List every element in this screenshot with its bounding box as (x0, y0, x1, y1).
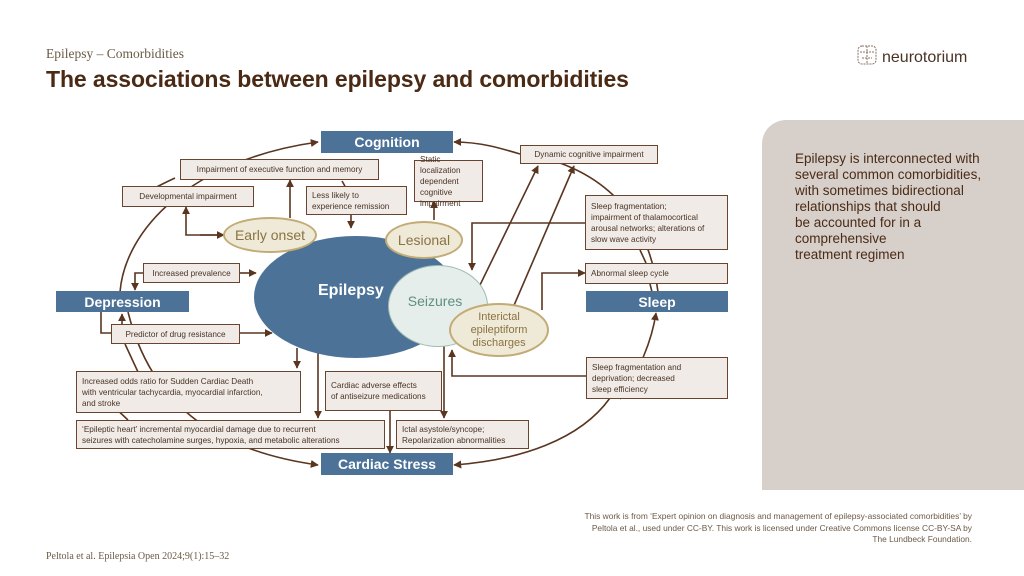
box-static-cognitive: Static localization dependent cognitive … (414, 155, 483, 208)
slide-title: The associations between epilepsy and co… (46, 66, 629, 92)
box-sleep-fragmentation: Sleep fragmentation; impairment of thala… (585, 195, 728, 250)
logo: neurotorium (856, 44, 967, 71)
abnormal-to-sleep (649, 283, 653, 293)
early-onset-node: Early onset (223, 217, 317, 253)
sleepdep-to-interictal (448, 349, 586, 377)
box-epileptic-heart: ‘Epileptic heart’ incremental myocardial… (76, 420, 385, 449)
interictal-to-dynamic (511, 165, 575, 311)
epilepsy-label: Epilepsy (318, 282, 384, 299)
box-increased-prevalence: Increased prevalence (143, 263, 240, 283)
hub-cardiac-stress: Cardiac Stress (321, 453, 453, 475)
prevalence-to-depression (131, 272, 146, 291)
slide-subtitle: Epilepsy – Comorbidities (46, 46, 184, 61)
box-ictal-asystole: Ictal asystole/syncope; Repolarization a… (396, 420, 529, 449)
drugres-to-suddencardiac (124, 343, 139, 373)
box-cardiac-adverse-effects: Cardiac adverse effects of antiseizure m… (325, 371, 442, 411)
hub-sleep: Sleep (586, 291, 728, 312)
sleepfrag-to-seizures (468, 222, 585, 271)
interictal-discharges-node: Interictal epileptiform discharges (449, 303, 549, 357)
hub-cognition: Cognition (321, 131, 453, 153)
summary-text: Epilepsy is interconnected with several … (795, 151, 982, 262)
seizures-label: Seizures (407, 293, 463, 309)
lesional-node: Lesional (385, 221, 463, 259)
summary-panel: Epilepsy is interconnected with several … (762, 120, 1024, 490)
box-executive-function: Impairment of executive function and mem… (180, 159, 379, 180)
box-less-remission: Less likely to experience remission (306, 186, 407, 215)
brain-icon (856, 44, 878, 71)
sleepfrag-to-abnormal (639, 249, 647, 264)
hub-depression: Depression (56, 291, 189, 312)
logo-text: neurotorium (882, 48, 968, 66)
box-drug-resistance: Predictor of drug resistance (111, 324, 240, 344)
box-sleep-deprivation: Sleep fragmentation and deprivation; dec… (586, 357, 728, 399)
loop-sleepdep-to-cardiac (453, 397, 611, 469)
box-dynamic-cognitive: Dynamic cognitive impairment (520, 145, 658, 164)
box-sudden-cardiac-death: Increased odds ratio for Sudden Cardiac … (76, 371, 301, 413)
citation-reference: Peltola et al. Epilepsia Open 2024;9(1):… (46, 551, 230, 562)
license-credit: This work is from ‘Expert opinion on dia… (584, 511, 972, 544)
depression-to-drugres (100, 312, 112, 334)
box-abnormal-sleep-cycle: Abnormal sleep cycle (585, 263, 728, 284)
interictal-to-abnormal-sleep (541, 269, 586, 310)
seizures-to-dynamic-1 (479, 165, 539, 286)
box-developmental-impairment: Developmental impairment (122, 186, 254, 207)
early-to-developmental (182, 206, 228, 236)
loop-dynamic-to-cognition (453, 138, 521, 155)
